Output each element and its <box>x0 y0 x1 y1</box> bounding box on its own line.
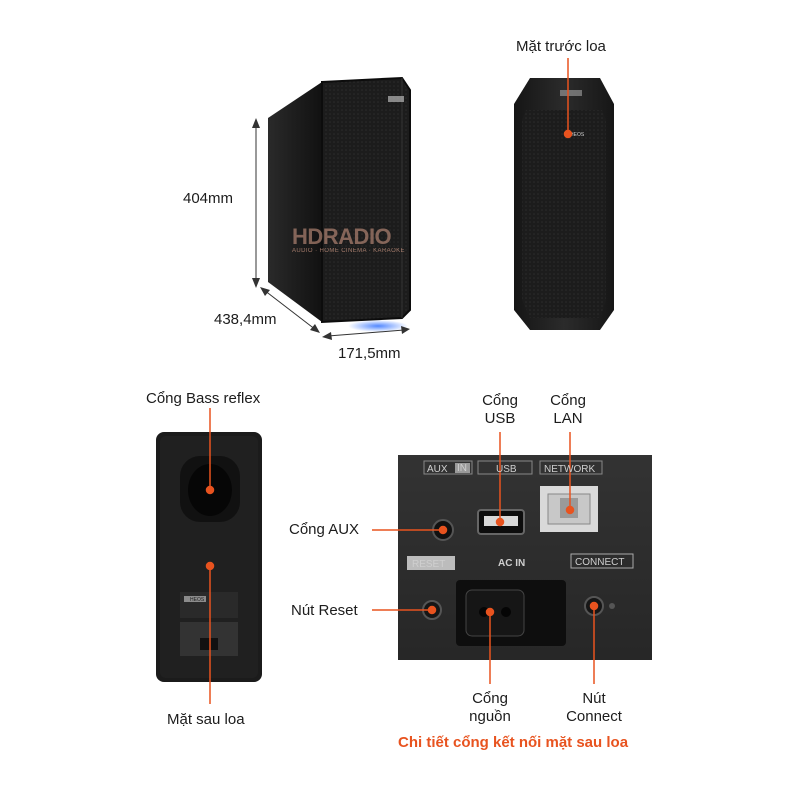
back-badge-text: HEOS <box>190 597 205 603</box>
speaker-angled-view <box>268 76 411 332</box>
dimension-lines <box>252 118 410 340</box>
bass-reflex-label: Cổng Bass reflex <box>146 390 261 407</box>
width-dimension: 171,5mm <box>338 345 401 362</box>
front-badge-text: HEOS <box>570 132 585 138</box>
power-label-line1: Cổng <box>472 690 508 707</box>
connect-label-line2: Connect <box>566 708 622 725</box>
panel-usb-label: USB <box>496 464 517 475</box>
watermark-tagline: AUDIO · HOME CINEMA · KARAOKE <box>292 248 405 254</box>
power-label-line2: nguồn <box>469 708 511 725</box>
height-dimension: 404mm <box>183 190 234 207</box>
front-label: Mặt trước loa <box>516 38 606 55</box>
speaker-front-view: HEOS <box>514 78 614 330</box>
watermark-brand: HDRADIO <box>292 224 392 249</box>
callout-lines <box>205 58 599 704</box>
panel-network-label: NETWORK <box>544 464 595 475</box>
usb-label-line2: USB <box>484 410 516 427</box>
usb-label-line1: Cổng <box>482 392 518 409</box>
panel-aux-label: AUX <box>427 464 448 475</box>
reset-label: Nút Reset <box>291 602 358 619</box>
speaker-back-view <box>156 432 262 682</box>
aux-label: Cổng AUX <box>289 521 360 538</box>
back-label: Mặt sau loa <box>167 711 245 728</box>
lan-label-line2: LAN <box>553 410 583 427</box>
connect-label-line1: Nút <box>582 690 606 707</box>
lan-label-line1: Cổng <box>550 392 586 409</box>
panel-aux-in-label: IN <box>457 463 467 474</box>
caption: Chi tiết cổng kết nối mặt sau loa <box>398 734 629 751</box>
port-detail-panel <box>398 455 652 660</box>
depth-dimension: 438,4mm <box>214 311 277 328</box>
panel-ac-in-label: AC IN <box>498 558 525 569</box>
panel-connect-label: CONNECT <box>575 557 624 568</box>
panel-reset-label: RESET <box>412 559 445 570</box>
